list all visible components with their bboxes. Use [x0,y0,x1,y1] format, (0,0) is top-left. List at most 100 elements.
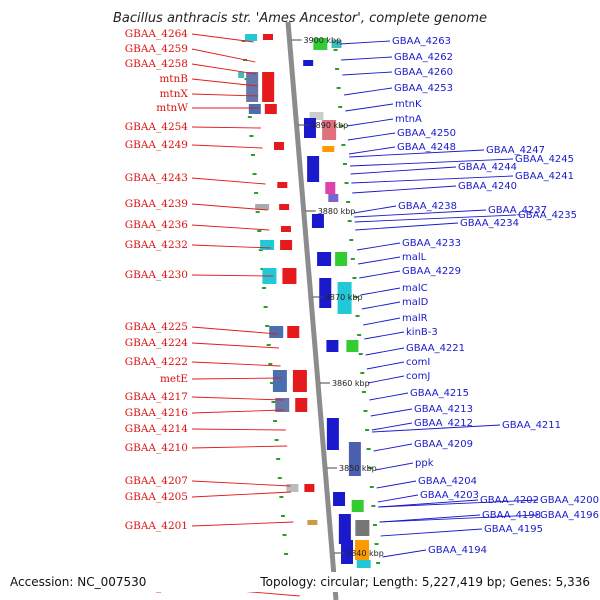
label-leader [367,375,405,384]
label-leader [349,158,514,167]
tick-mark [354,296,359,298]
gene-label-forward: GBAA_4229 [402,266,461,277]
gene-label-reverse: GBAA_4222 [125,356,188,368]
gene-label-reverse: GBAA_4230 [125,269,188,281]
tick-mark [347,220,352,222]
gene-block [346,340,359,352]
topology-text: Topology: circular; Length: 5,227,419 bp… [259,575,590,589]
tick-mark [344,182,349,184]
tick-mark [277,477,282,479]
gene-label-forward: mtnA [395,114,422,125]
tick-mark [249,135,254,137]
gene-label-reverse: GBAA_4201 [125,520,188,532]
gene-label-reverse: GBAA_4207 [125,475,188,487]
gene-label-forward: GBAA_4204 [418,476,477,487]
tick-mark [358,353,363,355]
label-leader [376,480,417,489]
tick-mark [355,315,360,317]
tick-mark [352,277,357,279]
gene-block [304,484,315,492]
gene-label-reverse: GBAA_4236 [125,219,189,231]
gene-block [326,340,339,352]
label-leader [350,166,457,175]
tick-mark [276,458,281,460]
footer-bg [0,572,600,592]
label-leaders [191,33,539,597]
label-leader [191,93,259,97]
gene-label-forward: GBAA_4233 [402,238,461,249]
gene-label-reverse: GBAA_4214 [125,423,189,435]
tick-mark [265,325,270,327]
gene-label-forward: GBAA_4262 [394,52,453,63]
label-leader [358,256,401,265]
gene-block [275,398,290,412]
label-leader [191,78,258,87]
gene-block [326,418,339,450]
tick-mark [247,116,252,118]
tick-mark [346,201,351,203]
gene-label-forward: malR [402,313,428,324]
gene-block [280,240,293,250]
gene-label-reverse: GBAA_4216 [125,407,189,419]
gene-label-forward: malD [402,297,429,308]
gene-label-forward: comI [406,357,430,368]
gene-block [277,182,288,188]
gene-block [356,560,371,568]
tick-mark [269,382,274,384]
tick-mark [271,401,276,403]
label-leader [353,205,397,214]
gene-label-forward: GBAA_4260 [394,67,453,78]
gene-label-forward: GBAA_4200 [540,495,599,506]
label-leader [191,274,274,277]
label-leader [348,146,396,155]
gene-label-reverse: GBAA_4243 [125,172,188,184]
gene-label-reverse: GBAA_4217 [125,391,188,403]
reverse-strand-labels: GBAA_4264GBAA_4259GBAA_4258mtnBmtnXmtnWG… [125,28,189,593]
kbp-label: 3890 kbp [311,121,349,130]
gene-label-forward: kinB-3 [406,327,438,338]
gene-block [280,226,291,232]
tick-mark [279,496,284,498]
label-leader [191,144,263,149]
label-leader [366,361,405,370]
gene-label-forward: GBAA_4195 [484,524,543,535]
gene-label-forward: GBAA_4212 [414,418,473,429]
gene-label-reverse: mtnW [156,102,188,114]
gene-block [337,282,352,314]
gene-block [333,492,346,506]
tick-mark [280,515,285,517]
gene-block [303,118,316,138]
tick-mark [365,429,370,431]
label-leader [379,514,539,523]
tick-mark [336,87,341,89]
label-leader [343,87,393,96]
gene-block [287,326,300,338]
tick-mark [284,553,289,555]
gene-label-forward: GBAA_4238 [398,201,457,212]
gene-label-reverse: GBAA_4249 [125,139,188,151]
label-leader [339,40,391,45]
gene-block [272,370,287,392]
label-leader [191,126,261,129]
tick-mark [250,154,255,156]
gene-block [262,72,275,102]
label-leader [349,149,485,158]
gene-label-forward: GBAA_4202 [480,495,539,506]
gene-features [238,34,371,568]
label-leader [345,103,394,112]
label-leader [191,409,285,414]
tick-mark [371,505,376,507]
gene-block [319,278,332,308]
gene-label-forward: GBAA_4194 [428,545,487,556]
tick-mark [369,486,374,488]
gene-label-reverse: GBAA_4225 [125,321,188,333]
label-leader [356,242,401,251]
gene-block [307,520,318,525]
kbp-label: 3900 kbp [303,36,341,45]
gene-label-forward: malL [402,252,427,263]
label-leader [191,521,294,527]
genome-backbone [285,21,339,600]
label-leader [342,71,393,76]
label-leader [191,361,281,367]
kbp-label: 3870 kbp [325,293,363,302]
